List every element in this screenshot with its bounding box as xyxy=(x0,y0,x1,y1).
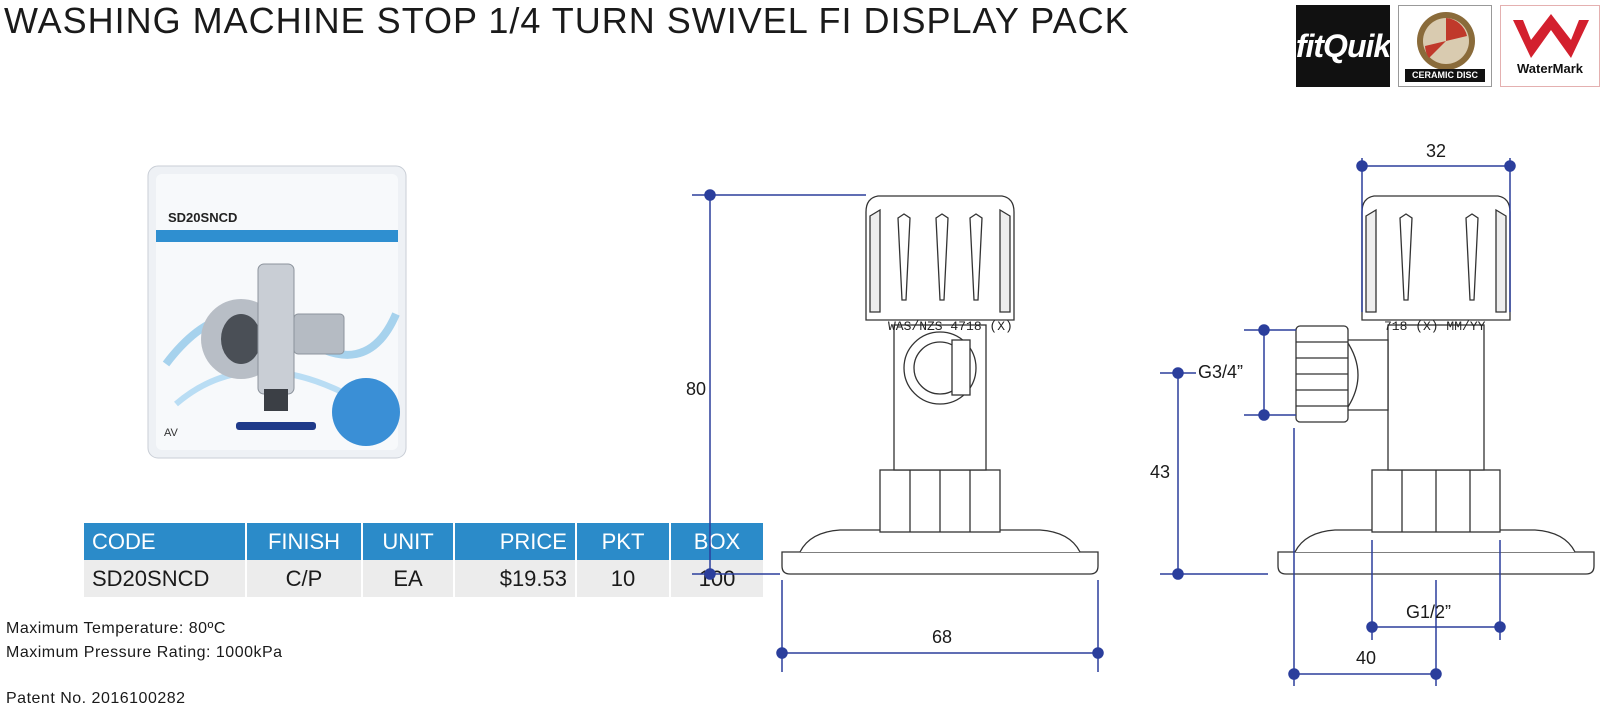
col-code: CODE xyxy=(84,523,245,560)
cell-price: $19.53 xyxy=(455,560,575,597)
cell-finish: C/P xyxy=(247,560,361,597)
watermark-logo: WaterMark xyxy=(1500,5,1600,87)
fitquik-logo-text: fitQuik xyxy=(1295,27,1391,64)
ceramic-disc-logo: CERAMIC DISC xyxy=(1398,5,1492,87)
side-marking: 718 (X) MM/YY xyxy=(1384,319,1486,334)
pack-code: SD20SNCD xyxy=(168,210,237,225)
ceramic-disc-label: CERAMIC DISC xyxy=(1405,69,1485,82)
cell-unit: EA xyxy=(363,560,453,597)
col-finish: FINISH xyxy=(247,523,361,560)
spec-table: CODE FINISH UNIT PRICE PKT BOX SD20SNCD … xyxy=(82,523,765,597)
ceramic-disc-icon xyxy=(1417,12,1475,70)
pack-brand: AV xyxy=(164,427,179,439)
dim-side-offset: 40 xyxy=(1356,648,1376,668)
col-box: BOX xyxy=(671,523,763,560)
page-title: WASHING MACHINE STOP 1/4 TURN SWIVEL FI … xyxy=(4,0,1130,41)
dim-side-base-thread: G1/2” xyxy=(1406,602,1451,622)
fitquik-logo: fitQuik xyxy=(1295,5,1391,87)
watermark-icon xyxy=(1513,14,1589,58)
front-marking: WAS/NZS 4718 (X) xyxy=(888,319,1013,334)
dim-side-thread: G3/4” xyxy=(1198,362,1243,382)
col-unit: UNIT xyxy=(363,523,453,560)
product-pack-image: SD20SNCD AV xyxy=(146,164,408,460)
cell-box: 100 xyxy=(671,560,763,597)
front-view: WAS/NZS 4718 (X) xyxy=(781,195,1099,575)
patent-number: Patent No. 2016100282 xyxy=(6,690,186,707)
dim-side-height: 43 xyxy=(1150,462,1170,482)
table-header-row: CODE FINISH UNIT PRICE PKT BOX xyxy=(84,523,763,560)
cell-pkt: 10 xyxy=(577,560,669,597)
table-row: SD20SNCD C/P EA $19.53 10 100 xyxy=(84,560,763,597)
col-pkt: PKT xyxy=(577,523,669,560)
max-pressure: Maximum Pressure Rating: 1000kPa xyxy=(6,644,283,661)
dimension-lines xyxy=(692,158,1516,686)
max-temperature: Maximum Temperature: 80ºC xyxy=(6,620,226,637)
cell-code: SD20SNCD xyxy=(84,560,245,597)
watermark-label: WaterMark xyxy=(1517,61,1583,76)
side-view: 718 (X) MM/YY xyxy=(1277,195,1595,575)
dim-front-height: 80 xyxy=(686,379,706,399)
dim-side-top-width: 32 xyxy=(1426,141,1446,161)
col-price: PRICE xyxy=(455,523,575,560)
dim-front-width: 68 xyxy=(932,627,952,647)
